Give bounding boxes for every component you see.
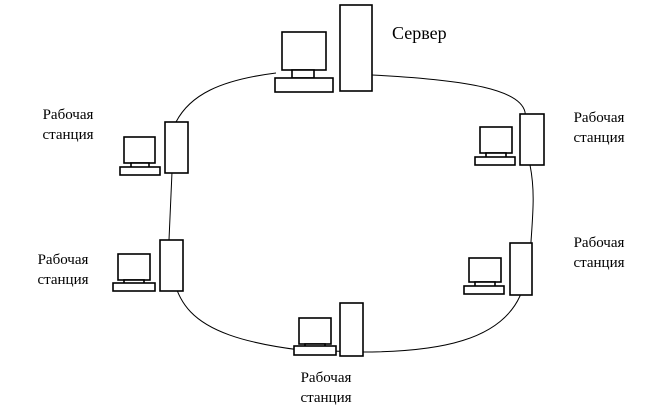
workstation-label-lower-left: Рабочая станция [27, 250, 99, 290]
workstation-tower-icon [159, 239, 184, 292]
server-tower-icon [339, 4, 373, 92]
workstation-monitor-icon [463, 257, 505, 295]
workstation-tower-icon [164, 121, 189, 174]
workstation-label-line1: Рабочая [42, 107, 94, 123]
workstation-tower-icon [519, 113, 545, 166]
workstation-node-lower-right [463, 242, 533, 296]
workstation-label-line2: станция [573, 255, 625, 271]
workstation-node-upper-left [119, 121, 189, 176]
workstation-label-lower-right: Рабочая станция [563, 233, 635, 273]
workstation-label-bottom: Рабочая станция [290, 368, 362, 408]
server-label: Сервер [392, 23, 447, 43]
workstation-monitor-icon [293, 317, 337, 356]
workstation-monitor-icon [119, 136, 161, 176]
workstation-label-upper-right: Рабочая станция [563, 108, 635, 148]
workstation-node-lower-left [112, 239, 184, 292]
workstation-node-bottom [293, 302, 364, 357]
workstation-label-line2: станция [300, 390, 352, 406]
server-monitor-icon [274, 31, 334, 93]
workstation-monitor-icon [112, 253, 156, 292]
workstation-label-upper-left: Рабочая станция [33, 105, 103, 145]
workstation-monitor-icon [474, 126, 516, 166]
workstation-label-line1: Рабочая [573, 235, 625, 251]
workstation-label-line1: Рабочая [573, 110, 625, 126]
workstation-tower-icon [339, 302, 364, 357]
server-node [274, 4, 373, 93]
workstation-label-line2: станция [573, 130, 625, 146]
workstation-label-line2: станция [37, 272, 89, 288]
workstation-label-line1: Рабочая [37, 252, 89, 268]
workstation-label-line1: Рабочая [300, 370, 352, 386]
workstation-node-upper-right [474, 113, 545, 166]
workstation-label-line2: станция [42, 127, 94, 143]
workstation-tower-icon [509, 242, 533, 296]
